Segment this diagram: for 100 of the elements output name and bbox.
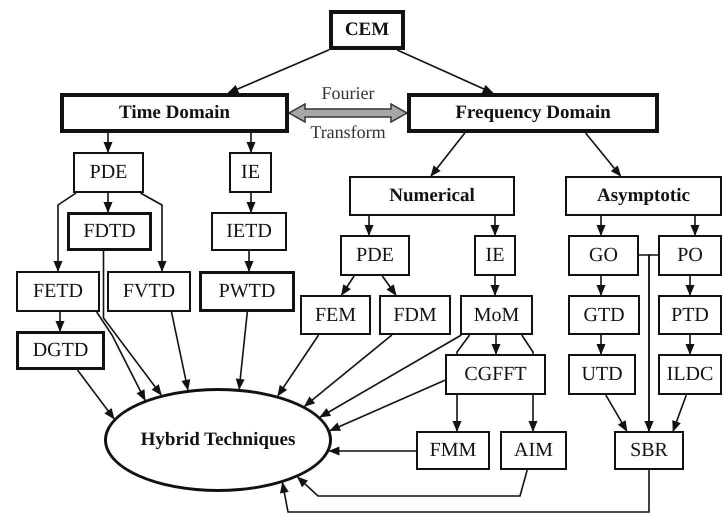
method-box (565, 176, 722, 216)
node-label: IE (486, 243, 504, 268)
method-box (16, 331, 105, 370)
arrow (584, 132, 622, 177)
method-box (500, 431, 567, 470)
method-box (379, 295, 451, 335)
method-box (568, 295, 640, 335)
method-box (460, 295, 533, 335)
node-label: DGTD (32, 338, 88, 363)
edge-label: Fourier Transform (309, 82, 387, 144)
node-label: FDTD (83, 219, 136, 244)
arrow (104, 133, 112, 153)
node-label: CEM (344, 18, 390, 42)
arrow (382, 276, 397, 296)
node-label: PDE (356, 243, 394, 268)
arrow (452, 395, 462, 432)
method-box (340, 235, 410, 276)
arrow (430, 132, 466, 177)
node-label: AIM (514, 438, 553, 463)
node-label: PWTD (218, 279, 276, 304)
arrow (102, 251, 162, 396)
arrow (227, 49, 330, 94)
method-box (67, 212, 152, 251)
arrow (492, 335, 500, 355)
arrow (56, 312, 64, 332)
node-label: IETD (226, 219, 272, 244)
arrow (456, 334, 470, 354)
method-box (73, 152, 144, 193)
double-arrow (287, 102, 409, 124)
method-box (407, 93, 659, 133)
arrow (596, 276, 606, 296)
arrow (329, 379, 446, 432)
method-box (16, 271, 100, 312)
arrow (280, 470, 650, 513)
arrow (140, 192, 166, 272)
node-label: FVTD (122, 279, 176, 304)
method-box (614, 431, 684, 470)
node-label: PDE (90, 160, 128, 185)
method-box (474, 235, 516, 276)
arrow (596, 216, 606, 236)
arrow (490, 216, 500, 236)
method-box (568, 354, 636, 395)
method-box (568, 235, 639, 276)
method-box (60, 93, 289, 133)
arrow (686, 335, 694, 355)
method-box (211, 212, 287, 251)
node-label: CGFFT (464, 362, 527, 387)
node-label: PTD (671, 302, 709, 328)
node-label: PO (677, 243, 703, 268)
arrow (54, 192, 76, 272)
method-box (329, 10, 405, 50)
node-label: MoM (474, 302, 520, 328)
arrow (170, 312, 190, 391)
node-label: IE (241, 160, 260, 185)
arrow (340, 276, 355, 296)
node-label: Numerical (389, 184, 475, 208)
arrow (364, 216, 374, 236)
arrow (296, 470, 528, 497)
method-box (445, 354, 546, 395)
arrow (605, 394, 628, 432)
arrow (304, 334, 392, 407)
method-box (658, 235, 722, 276)
node-label: Asymptotic (597, 184, 690, 208)
arrow (686, 276, 694, 296)
node-label: Time Domain (118, 101, 230, 125)
arrow (104, 193, 112, 213)
arrow (246, 193, 256, 213)
arrow (328, 446, 416, 456)
arrow (528, 395, 538, 432)
node-label: GTD (583, 302, 625, 328)
node-label: SBR (630, 438, 668, 463)
arrow (236, 312, 248, 390)
node-label: Frequency Domain (455, 101, 611, 125)
node-label: UTD (581, 362, 623, 387)
node-label: FMM (430, 438, 476, 463)
arrow (644, 254, 658, 432)
arrow (246, 133, 256, 153)
arrow (319, 334, 462, 418)
arrow (690, 216, 700, 236)
arrow (96, 312, 146, 401)
method-box (416, 431, 490, 470)
arrow (672, 394, 688, 432)
method-box (199, 271, 295, 312)
arrow (396, 49, 494, 94)
method-box (107, 271, 191, 312)
arrow (244, 251, 254, 272)
method-box (658, 354, 722, 395)
method-box (229, 152, 272, 193)
node-label: Hybrid Techniques (140, 428, 296, 452)
node-label: ILDC (666, 362, 714, 387)
arrow (521, 334, 534, 354)
node-label: FEM (314, 302, 356, 328)
arrow (76, 370, 115, 420)
node-label: GO (589, 243, 618, 268)
node-label: FDM (393, 302, 437, 328)
method-box (658, 295, 722, 335)
method-box (349, 176, 515, 216)
arrow (490, 276, 500, 296)
arrow (596, 335, 606, 355)
arrow (277, 334, 320, 397)
